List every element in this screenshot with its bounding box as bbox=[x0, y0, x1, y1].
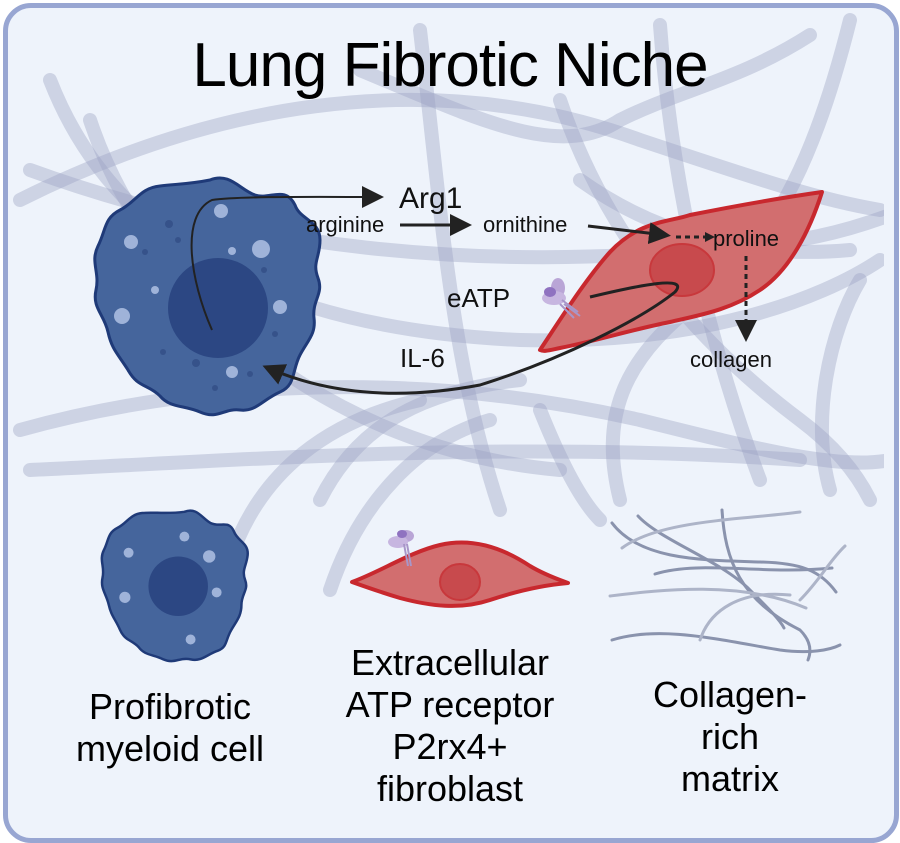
legend-item-myeloid-cell: Profibrotic myeloid cell bbox=[40, 686, 300, 770]
fiber bbox=[13, 92, 884, 217]
fiber bbox=[323, 413, 497, 597]
legend-receptor-icon bbox=[388, 530, 414, 567]
legend-line: P2rx4+ bbox=[392, 726, 508, 767]
arg1-label: Arg1 bbox=[399, 182, 463, 215]
collagen-label: collagen bbox=[690, 347, 772, 372]
fiber bbox=[553, 93, 877, 507]
legend-line: Collagen- bbox=[652, 674, 808, 715]
arginine-label: arginine bbox=[306, 212, 385, 237]
legend-line: Profibrotic bbox=[88, 686, 252, 727]
legend-item-fibroblast: Extracellular ATP receptor P2rx4+ fibrob… bbox=[320, 642, 580, 810]
fiber bbox=[313, 373, 527, 507]
legend-line: myeloid cell bbox=[75, 728, 265, 769]
myeloid-cell bbox=[93, 176, 322, 417]
fibroblast bbox=[538, 190, 824, 353]
proline-label: proline bbox=[713, 226, 780, 251]
myeloid-nucleus bbox=[168, 258, 268, 358]
il6-label: IL-6 bbox=[400, 343, 445, 373]
legend-item-collagen-matrix: Collagen- rich matrix bbox=[610, 674, 850, 800]
legend-line: ATP receptor bbox=[345, 684, 555, 725]
ornithine-to-fibroblast-arrow bbox=[587, 222, 671, 245]
figure-title: Lung Fibrotic Niche bbox=[192, 31, 708, 100]
pathway-arrows bbox=[190, 185, 757, 395]
ornithine-label: ornithine bbox=[483, 212, 568, 237]
p2rx4-receptor-icon bbox=[542, 278, 581, 319]
arg1-secretion-arrow bbox=[190, 185, 384, 331]
eatp-label: eATP bbox=[447, 283, 511, 313]
il6-arrow bbox=[262, 281, 679, 395]
figure-frame bbox=[3, 3, 899, 843]
fiber bbox=[814, 273, 867, 497]
fiber bbox=[353, 28, 817, 144]
legend-fibroblast-icon bbox=[350, 530, 570, 608]
legend-collagen-matrix-icon bbox=[608, 508, 847, 662]
fiber bbox=[413, 23, 507, 517]
fibroblast-nucleus bbox=[649, 243, 715, 297]
legend-line: Extracellular bbox=[350, 642, 550, 683]
fiber bbox=[533, 403, 607, 527]
legend-myeloid-cell-icon bbox=[100, 509, 249, 663]
vesicles bbox=[114, 204, 287, 378]
fiber bbox=[23, 444, 807, 477]
legend-line: fibroblast bbox=[376, 768, 524, 809]
fiber bbox=[223, 393, 427, 567]
legend-line: matrix bbox=[681, 758, 779, 799]
legend-line: rich bbox=[700, 716, 759, 757]
granules bbox=[142, 220, 278, 391]
